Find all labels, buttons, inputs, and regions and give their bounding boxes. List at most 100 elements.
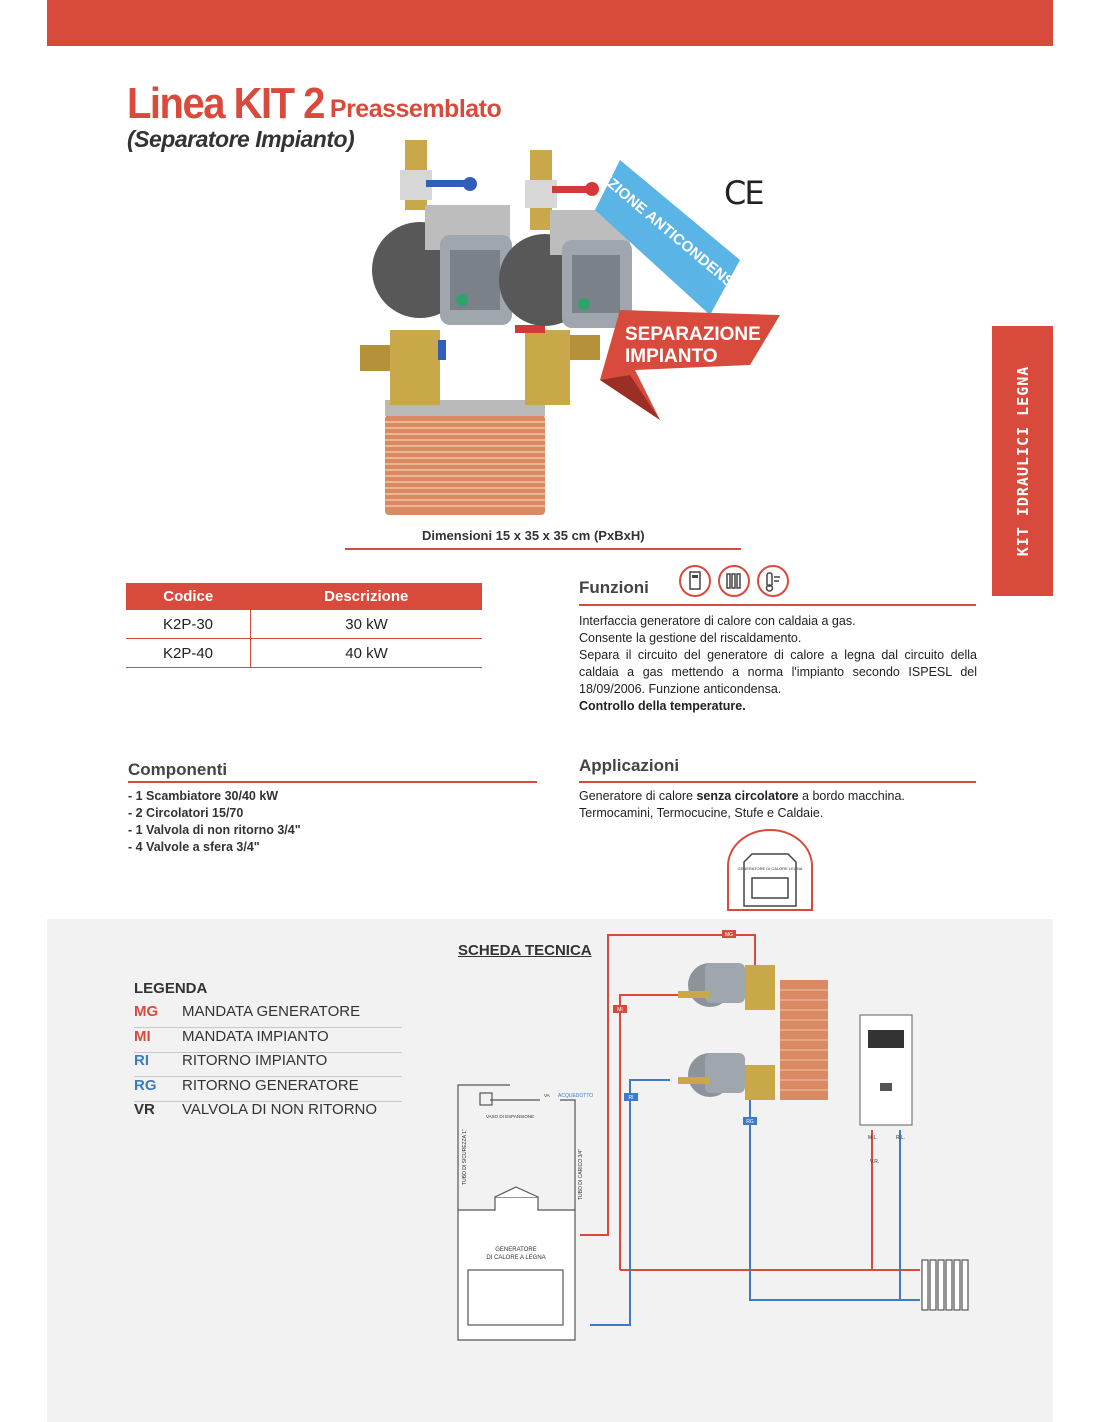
diagram-heat-exchanger <box>780 980 828 1100</box>
tubo-sicurezza-label: TUBO DI SICUREZZA 1" <box>462 1129 468 1185</box>
applicazioni-line1: Generatore di calore senza circolatore a… <box>579 788 977 805</box>
funzioni-line: Interfaccia generatore di calore con cal… <box>579 614 856 628</box>
legenda-label: RITORNO GENERATORE <box>182 1077 359 1094</box>
generator-label-2: DI CALORE A LEGNA <box>486 1255 545 1261</box>
rl-label: R.L. <box>896 1135 905 1141</box>
applicazioni-heading: Applicazioni <box>579 756 680 775</box>
code-cell: K2P-30 <box>126 610 251 639</box>
supply-pipes <box>580 934 920 1271</box>
ri-tag <box>624 1093 638 1101</box>
legenda-row-ri: RI RITORNO IMPIANTO <box>134 1052 402 1077</box>
applicazioni-line2: Termocamini, Termocucine, Stufe e Caldai… <box>579 806 824 820</box>
boiler-icon <box>679 565 711 597</box>
generator-label-1: GENERATORE <box>495 1247 536 1253</box>
mi-tag <box>613 1005 627 1013</box>
title-suffix: Preassemblato <box>329 95 502 123</box>
mi-tag-text: MI <box>617 1007 623 1013</box>
left-fittings <box>360 140 477 405</box>
list-item: - 1 Valvola di non ritorno 3/4" <box>128 823 301 837</box>
heat-exchanger <box>385 400 545 515</box>
funzioni-line: Consente la gestione del riscaldamento. <box>579 631 802 645</box>
codes-header-codice: Codice <box>126 583 251 610</box>
diagram-pump-bottom <box>678 1053 775 1100</box>
mg-tag-text: MG <box>725 932 733 938</box>
fireplace-icon: GENERATORE DI CALORE LEGNA <box>727 829 813 911</box>
page-subtitle: (Separatore Impianto) <box>127 126 355 152</box>
title-main: Linea KIT 2 <box>127 80 325 128</box>
funzioni-text: Interfaccia generatore di calore con cal… <box>579 613 977 715</box>
va-label: VA <box>544 1093 550 1098</box>
vaso-label: VASO DI ESPANSIONE <box>486 1114 534 1119</box>
fireplace-icon-label: GENERATORE DI CALORE LEGNA <box>738 866 803 871</box>
legenda-row-mi: MI MANDATA IMPIANTO <box>134 1028 402 1053</box>
ri-tag-text: RI <box>629 1095 634 1101</box>
diagram-pump-top <box>678 963 775 1010</box>
left-pump <box>372 205 512 325</box>
product-image: FUNZIONE ANTICONDENSA SEPARAZIONE IMPIAN… <box>360 140 780 515</box>
applicazioni-line1-bold: senza circolatore <box>696 789 799 803</box>
legenda-row-mg: MG MANDATA GENERATORE <box>134 1003 402 1028</box>
legenda-label: MANDATA IMPIANTO <box>182 1028 329 1045</box>
radiator-icon <box>718 565 750 597</box>
side-tab: KIT IDRAULICI LEGNA <box>992 326 1053 596</box>
hydraulic-diagram: GENERATORE DI CALORE A LEGNA TUBO DI SIC… <box>457 930 969 1341</box>
list-item: - 4 Valvole a sfera 3/4" <box>128 840 260 854</box>
legenda-row-vr: VR VALVOLA DI NON RITORNO <box>134 1101 402 1125</box>
legenda-code: RI <box>134 1052 149 1069</box>
right-fittings <box>515 150 600 405</box>
list-item: - 2 Circolatori 15/70 <box>128 806 244 820</box>
diagram-gas-boiler <box>859 1014 913 1126</box>
legenda-code: RG <box>134 1077 157 1094</box>
ml-label: M.L. <box>868 1135 878 1141</box>
table-row: K2P-30 30 kW <box>126 610 482 639</box>
applicazioni-divider <box>579 781 976 783</box>
legenda-code: VR <box>134 1101 155 1118</box>
funzioni-heading: Funzioni <box>579 578 649 597</box>
applicazioni-text: Generatore di calore senza circolatore a… <box>579 788 977 822</box>
funzioni-line: Separa il circuito del generatore di cal… <box>579 648 977 696</box>
description-cell: 40 kW <box>250 638 482 668</box>
componenti-list: - 1 Scambiatore 30/40 kW - 2 Circolatori… <box>128 788 301 856</box>
table-row: K2P-40 40 kW <box>126 638 482 668</box>
product-dimensions: Dimensioni 15 x 35 x 35 cm (PxBxH) <box>422 528 645 543</box>
top-bar <box>47 0 1053 46</box>
vr-label: V.R. <box>870 1159 879 1165</box>
description-cell: 30 kW <box>250 610 482 639</box>
badge-separazione-line1: SEPARAZIONE <box>625 324 761 345</box>
code-cell: K2P-40 <box>126 638 251 668</box>
generator-fireplace: GENERATORE DI CALORE A LEGNA <box>457 1186 576 1341</box>
legenda-code: MG <box>134 1003 159 1020</box>
return-pipes <box>590 1079 920 1326</box>
temperature-icon <box>757 565 789 597</box>
codes-table: Codice Descrizione K2P-30 30 kW K2P-40 4… <box>126 583 482 668</box>
ce-mark: CE <box>724 174 765 212</box>
codes-header-descrizione: Descrizione <box>250 583 482 610</box>
applicazioni-line1-c: a bordo macchina. <box>798 789 905 803</box>
legenda-title: LEGENDA <box>134 980 208 997</box>
legenda-label: VALVOLA DI NON RITORNO <box>182 1101 378 1118</box>
list-item: - 1 Scambiatore 30/40 kW <box>128 789 279 803</box>
side-tab-label: KIT IDRAULICI LEGNA <box>1013 365 1032 557</box>
tubo-carico-label: TUBO DI CARICO 3/4" <box>578 1149 584 1200</box>
legenda-row-rg: RG RITORNO GENERATORE <box>134 1077 402 1102</box>
scheda-tecnica-heading: SCHEDA TECNICA <box>458 942 592 959</box>
badge-separazione-line2: IMPIANTO <box>625 346 718 367</box>
mg-tag <box>722 930 736 938</box>
dimensions-divider <box>345 548 741 550</box>
applicazioni-line1-a: Generatore di calore <box>579 789 697 803</box>
componenti-divider <box>128 781 537 783</box>
funzioni-bold-line: Controllo della temperature. <box>579 699 746 713</box>
componenti-heading: Componenti <box>128 760 228 779</box>
legenda-label: RITORNO IMPIANTO <box>182 1052 328 1069</box>
right-pump <box>499 210 632 328</box>
legenda-code: MI <box>134 1028 151 1045</box>
funzioni-divider <box>579 604 976 606</box>
codes-table-header: Codice Descrizione <box>126 583 482 610</box>
safety-pipes <box>457 1084 576 1210</box>
badge-separazione: SEPARAZIONE IMPIANTO <box>600 310 780 420</box>
rg-tag-text: RG <box>746 1119 754 1125</box>
diagram-radiator <box>921 1259 969 1311</box>
legenda-label: MANDATA GENERATORE <box>182 1003 361 1020</box>
rg-tag <box>743 1117 757 1125</box>
